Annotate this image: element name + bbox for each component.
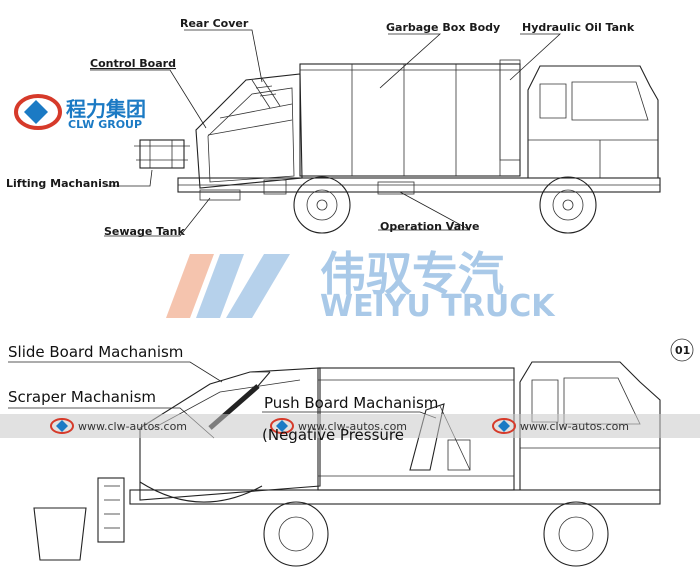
banner-url-3: www.clw-autos.com — [520, 420, 629, 433]
label-push-board-mechanism: Push Board Machanism — [264, 394, 438, 412]
weiyu-logo-stripe-1 — [166, 254, 214, 318]
top-rear-wheel — [293, 176, 351, 234]
top-leader-lines — [90, 29, 562, 237]
bottom-rear-wheel — [263, 501, 329, 567]
clw-logo-ring — [14, 94, 62, 130]
banner-url-1: www.clw-autos.com — [78, 420, 187, 433]
bottom-front-wheel — [543, 501, 609, 567]
banner-band — [0, 414, 700, 438]
top-garbage-box-body — [299, 63, 521, 177]
label-control-board: Control Board — [90, 57, 176, 70]
label-hydraulic-oil-tank: Hydraulic Oil Tank — [522, 21, 635, 34]
bottom-cab — [519, 361, 661, 491]
figure-number: 01 — [675, 344, 690, 357]
label-garbage-box-body: Garbage Box Body — [386, 21, 500, 34]
banner-item-2: www.clw-autos.com — [270, 418, 407, 434]
label-sewage-tank: Sewage Tank — [104, 225, 185, 238]
top-rear-cover — [195, 73, 303, 189]
url-watermark-banner: www.clw-autos.com www.clw-autos.com www.… — [0, 414, 700, 438]
top-lifting-mechanism — [134, 139, 190, 169]
top-truck-drawing — [134, 59, 661, 234]
bottom-labels: Slide Board Machanism Scraper Machanism … — [8, 343, 438, 444]
watermark-chinese: 伟驭专汽 — [320, 247, 504, 301]
top-operation-valve — [377, 181, 415, 195]
bottom-lifting-mechanism — [33, 477, 125, 561]
banner-item-3: www.clw-autos.com — [492, 418, 629, 434]
label-lifting-mechanism: Lifting Machanism — [6, 177, 120, 190]
bottom-garbage-bin — [33, 507, 87, 561]
weiyu-logo-stripe-2 — [196, 254, 244, 318]
weiyu-watermark: 伟驭专汽 WEIYU TRUCK — [166, 247, 556, 324]
top-hydraulic-oil-tank — [499, 59, 521, 161]
top-cab — [527, 65, 659, 179]
top-sewage-tank — [199, 189, 241, 201]
watermark-english: WEIYU TRUCK — [320, 289, 556, 324]
banner-url-2: www.clw-autos.com — [298, 420, 407, 433]
logo-english-text: CLW GROUP — [68, 118, 142, 131]
clw-logo-mark — [24, 100, 48, 124]
label-scraper-mechanism: Scraper Machanism — [8, 388, 156, 406]
label-negative-pressure: (Negative Pressure — [262, 426, 404, 444]
top-front-wheel — [539, 176, 597, 234]
figure-number-badge: 01 — [670, 338, 694, 362]
label-rear-cover: Rear Cover — [180, 17, 249, 30]
clw-group-logo: 程力集团 CLW GROUP — [14, 94, 146, 131]
banner-item-1: www.clw-autos.com — [50, 418, 187, 434]
top-labels: Rear Cover Garbage Box Body Hydraulic Oi… — [6, 17, 635, 238]
label-operation-valve: Operation Valve — [380, 220, 480, 233]
label-slide-board-mechanism: Slide Board Machanism — [8, 343, 183, 361]
logo-chinese-text: 程力集团 — [66, 97, 146, 121]
weiyu-logo-stripe-3 — [226, 254, 290, 318]
